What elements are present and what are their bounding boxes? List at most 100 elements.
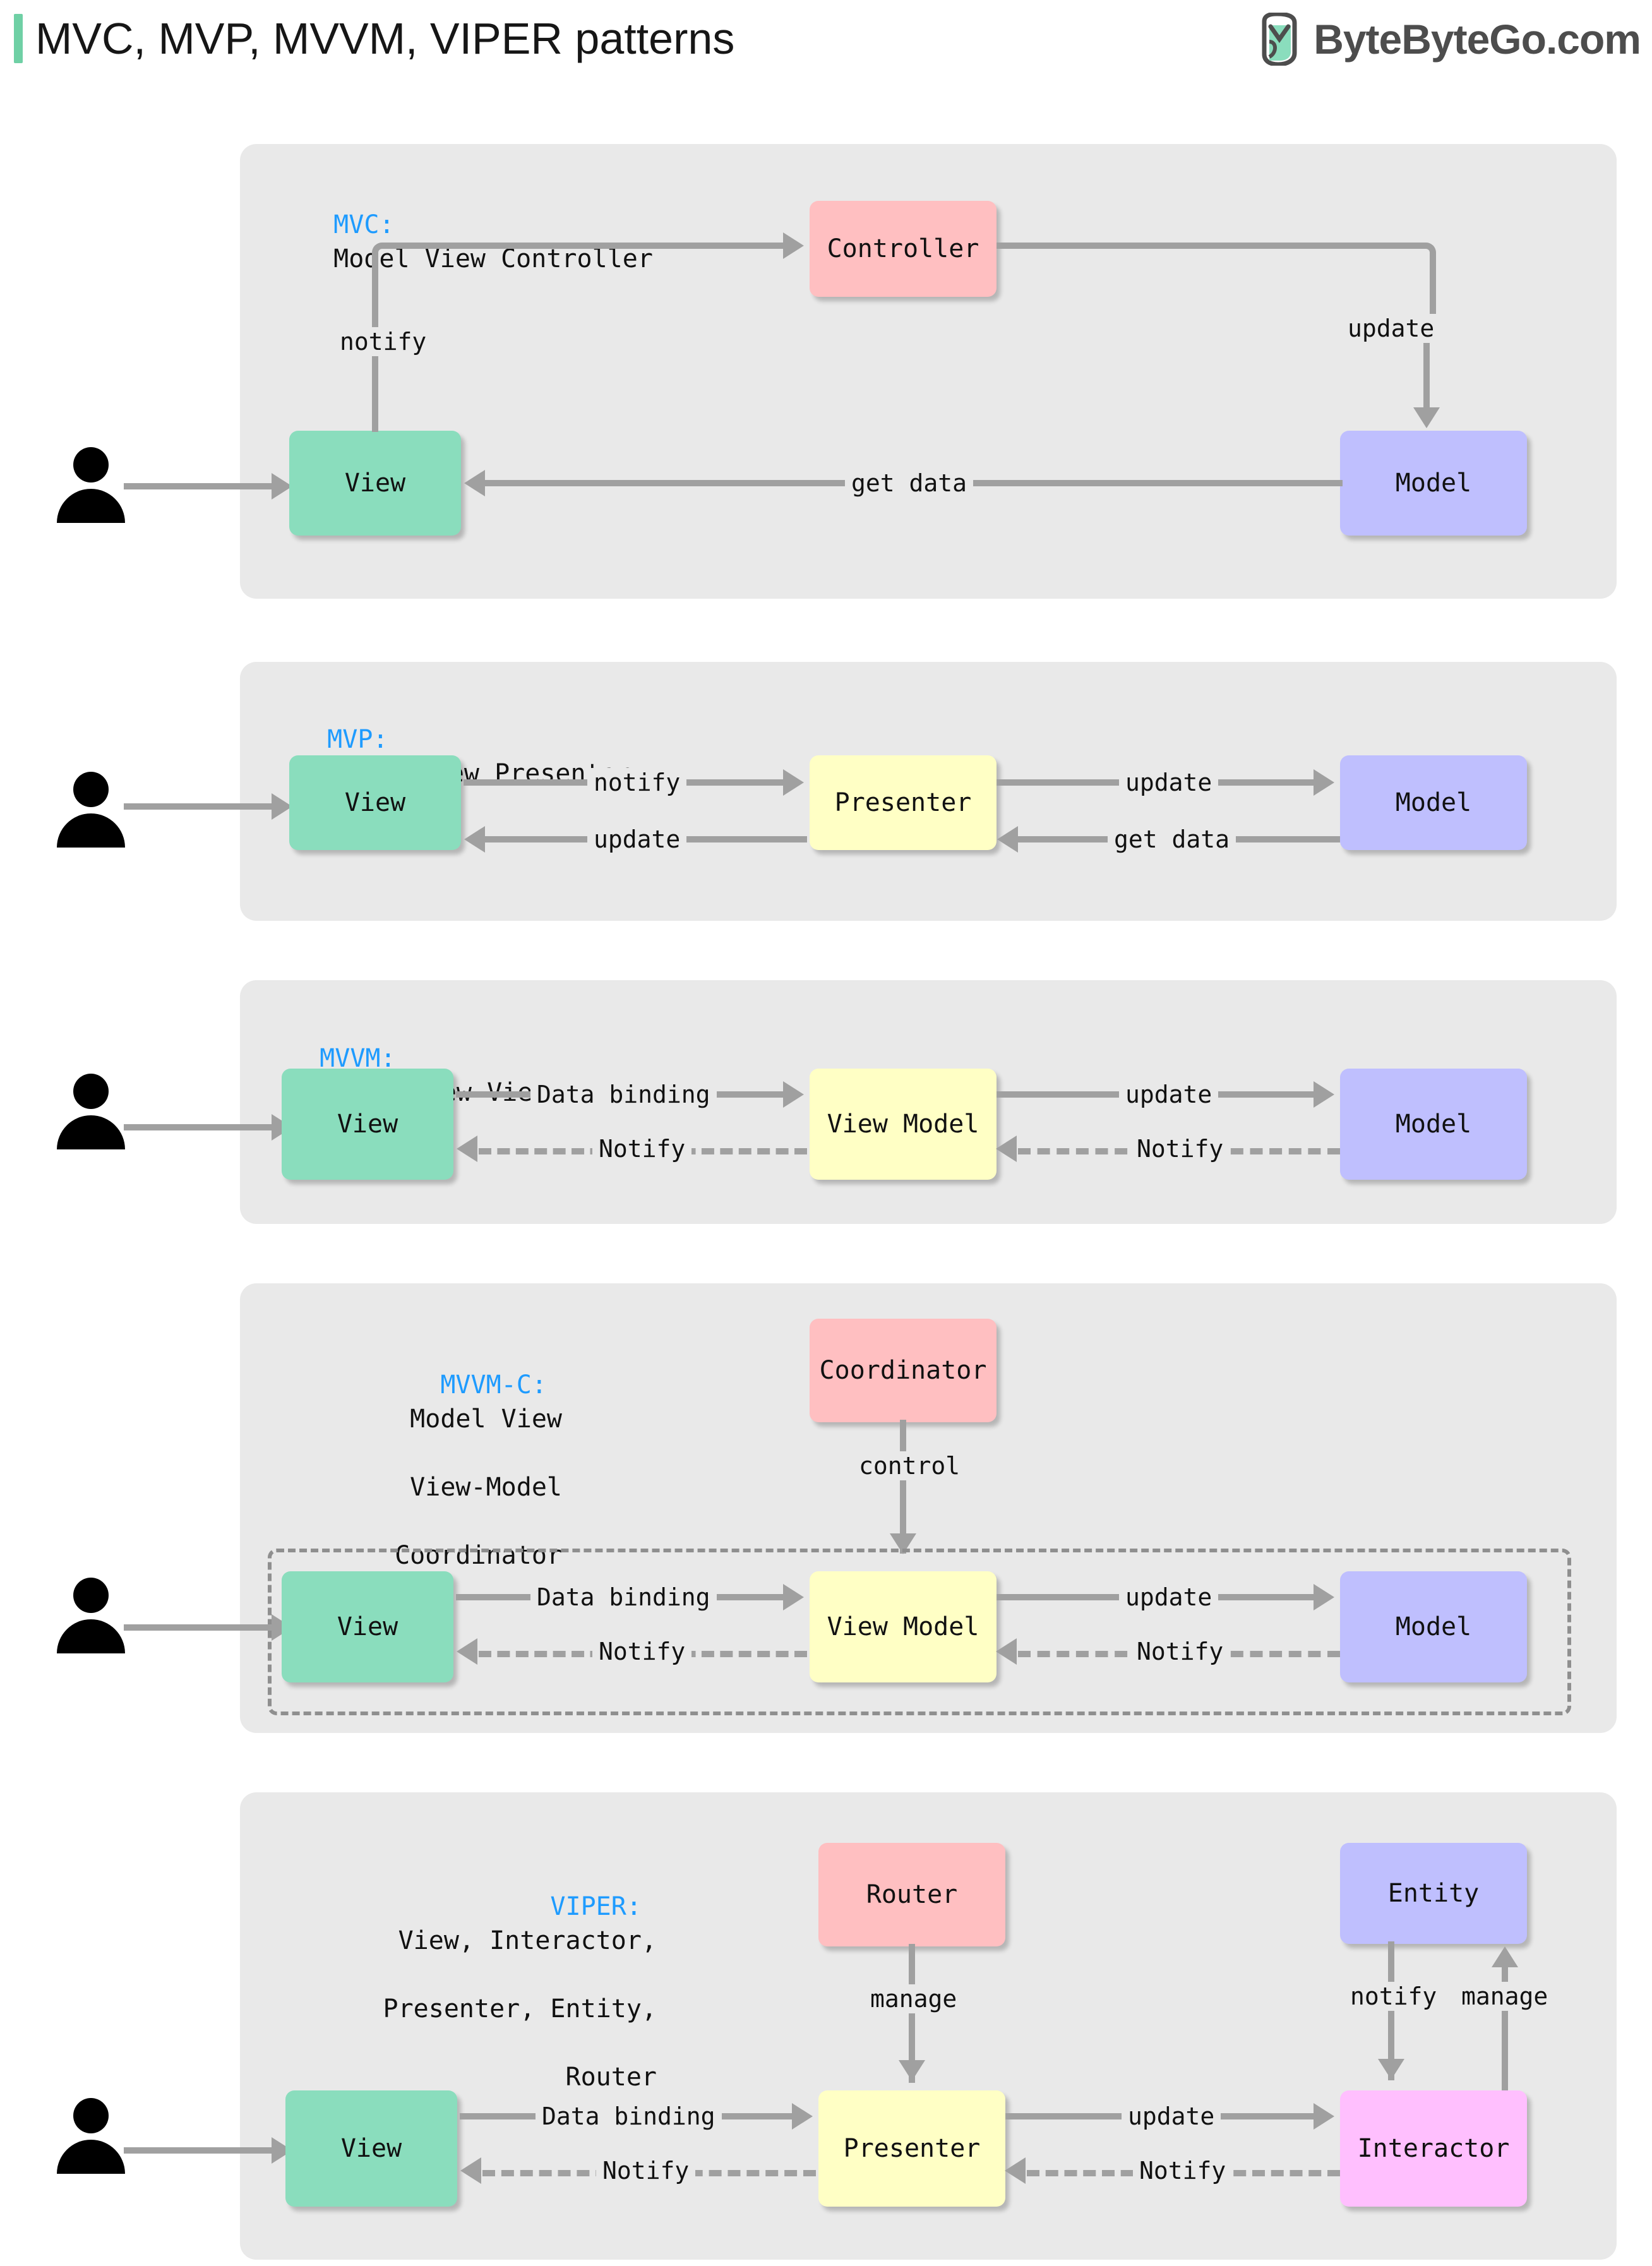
node-label: View Model (827, 1110, 979, 1139)
edge-label-notify-mvvm-to-vm: Notify (1130, 1134, 1230, 1163)
edge-user-to-view-arrowhead (272, 473, 292, 500)
node-presenter-viper[interactable]: Presenter (818, 2090, 1005, 2207)
node-controller-mvc[interactable]: Controller (810, 201, 997, 297)
edge-label-manage-router: manage (864, 1984, 964, 2013)
node-presenter-mvp[interactable]: Presenter (810, 755, 997, 850)
edge-update-mvc-corner (1410, 243, 1436, 325)
section-code-mvc: MVC: (333, 210, 410, 239)
actor-head-icon (73, 1578, 109, 1613)
edge-notify-mvvmc-to-view-arrowhead (457, 1638, 477, 1665)
edge-update-viper-arrowhead (1314, 2103, 1334, 2130)
section-title-line-3-mvvmc: Coordinator (395, 1541, 562, 1570)
node-router-viper[interactable]: Router (818, 1843, 1005, 1946)
edge-notify-mvc-horizontal (392, 243, 783, 249)
node-label: View Model (827, 1612, 979, 1641)
section-title-line-1-mvvmc: Model View (410, 1405, 562, 1434)
edge-databinding-mvvm-arrowhead (783, 1081, 804, 1108)
edge-getdata-mvc-arrowhead (464, 470, 485, 496)
edge-notify-mvp-arrowhead (783, 769, 804, 796)
node-label: Model (1395, 788, 1472, 817)
actor-head-icon (73, 1074, 109, 1109)
edge-label-notify-mvp: notify (587, 768, 687, 797)
actor-body-icon (57, 813, 125, 848)
actor-head-icon (73, 772, 109, 807)
edge-label-update-mvp-to-model: update (1119, 768, 1219, 797)
node-label: View (340, 2134, 402, 2163)
node-label: Model (1395, 1612, 1472, 1641)
node-view-viper[interactable]: View (285, 2090, 457, 2207)
edge-label-manage-interactor: manage (1455, 1982, 1555, 2011)
edge-update-mvp-to-model-arrowhead (1314, 769, 1334, 796)
node-label: Entity (1387, 1879, 1480, 1908)
node-viewmodel-mvvm[interactable]: View Model (810, 1069, 997, 1180)
edge-notify-mvc-vertical (372, 316, 378, 432)
section-title-line-1-viper: View, Interactor, (398, 1926, 657, 1955)
page-title: MVC, MVP, MVVM, VIPER patterns (35, 14, 735, 63)
edge-label-databinding-viper: Data binding (536, 2102, 722, 2131)
actor-head-icon (73, 2098, 109, 2133)
edge-label-update-mvc: update (1341, 314, 1441, 343)
node-viewmodel-mvvmc[interactable]: View Model (810, 1571, 997, 1682)
edge-label-notify-viper-to-presenter: Notify (1133, 2156, 1233, 2185)
edge-label-notify-entity: notify (1344, 1982, 1444, 2011)
edge-control-mvvmc-line (900, 1420, 906, 1554)
user-actor (57, 2098, 125, 2174)
actor-body-icon (57, 1619, 125, 1653)
edge-notify-mvvmc-to-vm-arrowhead (996, 1638, 1017, 1665)
edge-label-update-mvvm: update (1119, 1080, 1219, 1109)
edge-label-notify-mvc: notify (333, 327, 433, 356)
edge-user-to-view (124, 483, 275, 489)
user-actor (57, 1074, 125, 1149)
node-model-mvvmc[interactable]: Model (1340, 1571, 1527, 1682)
edge-databinding-mvvmc-arrowhead (783, 1584, 804, 1610)
section-title-mvc: MVC: Model View Controller (303, 174, 653, 276)
node-model-mvvm[interactable]: Model (1340, 1069, 1527, 1180)
user-actor (57, 1578, 125, 1653)
edge-update-mvvm-arrowhead (1314, 1081, 1334, 1108)
edge-manage-router-line (909, 1944, 915, 2083)
edge-user-to-view (124, 1624, 275, 1631)
node-coordinator-mvvmc[interactable]: Coordinator (810, 1319, 997, 1422)
title-accent-bar (14, 14, 23, 63)
user-actor (57, 447, 125, 523)
edge-notify-viper-to-presenter-arrowhead (1005, 2157, 1026, 2184)
edge-user-to-view (124, 803, 275, 810)
node-view-mvvm[interactable]: View (282, 1069, 453, 1180)
edge-update-mvc-vertical (1423, 316, 1430, 409)
edge-update-mvvmc-arrowhead (1314, 1584, 1334, 1610)
edge-label-notify-mvvmc-to-view: Notify (592, 1637, 692, 1666)
node-view-mvp[interactable]: View (289, 755, 461, 850)
node-label: View (337, 1612, 398, 1641)
actor-body-icon (57, 2140, 125, 2174)
edge-notify-mvc-corner (372, 243, 398, 325)
brand-name: ByteByteGo.com (1314, 16, 1641, 63)
node-interactor-viper[interactable]: Interactor (1340, 2090, 1527, 2207)
section-title-viper: VIPER: View, Interactor, Presenter, Enti… (265, 1855, 657, 2094)
edge-getdata-mvp-arrowhead (997, 826, 1018, 853)
user-actor (57, 772, 125, 848)
node-view-mvc[interactable]: View (289, 431, 461, 536)
node-label: Interactor (1357, 2134, 1510, 2163)
edge-notify-mvvm-to-vm-arrowhead (996, 1136, 1017, 1162)
edge-label-notify-mvvm-to-view: Notify (592, 1134, 692, 1163)
edge-databinding-viper-arrowhead (792, 2103, 813, 2130)
edge-notify-mvc-arrowhead (783, 232, 804, 259)
edge-label-getdata-mvp: get data (1108, 825, 1236, 854)
node-view-mvvmc[interactable]: View (282, 1571, 453, 1682)
edge-user-to-view (124, 1124, 275, 1130)
node-label: Router (866, 1880, 958, 1909)
edge-label-update-mvvmc: update (1119, 1583, 1219, 1612)
edge-label-notify-mvvmc-to-vm: Notify (1130, 1637, 1230, 1666)
node-entity-viper[interactable]: Entity (1340, 1843, 1527, 1944)
actor-body-icon (57, 489, 125, 523)
node-model-mvc[interactable]: Model (1340, 431, 1527, 536)
edge-update-mvc-arrowhead (1413, 407, 1440, 428)
section-title-line-3-viper: Router (565, 2063, 657, 2092)
edge-user-to-view (124, 2147, 275, 2154)
node-model-mvp[interactable]: Model (1340, 755, 1527, 850)
edge-label-getdata-mvc: get data (845, 469, 974, 498)
edge-manage-interactor-arrowhead (1492, 1946, 1518, 1967)
bytebytego-logo-icon (1258, 11, 1302, 67)
edge-manage-router-arrowhead (899, 2060, 925, 2081)
edge-notify-entity-line (1388, 1941, 1394, 2080)
